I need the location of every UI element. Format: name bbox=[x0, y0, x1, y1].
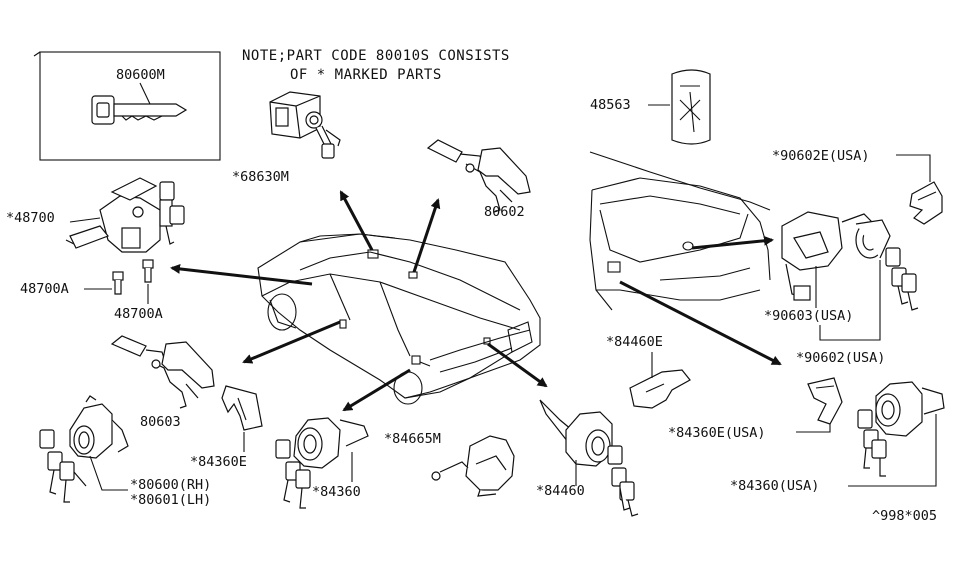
screw-48700A-bottom bbox=[142, 259, 154, 283]
spring-clip-84360E-usa bbox=[807, 377, 843, 425]
label-48700A-bottom: 48700A bbox=[114, 306, 163, 322]
label-80600-rh: *80600(RH) bbox=[130, 477, 211, 493]
label-48700: *48700 bbox=[6, 210, 55, 226]
door-lock-84360-usa bbox=[857, 381, 945, 477]
spring-clip-84360E bbox=[221, 385, 263, 431]
tailgate-lock-90602-90603 bbox=[781, 211, 919, 311]
ignition-lock-48700 bbox=[65, 177, 185, 253]
blank-key-icon bbox=[91, 95, 188, 125]
spring-clip-90602E bbox=[909, 181, 943, 225]
door-lock-84360 bbox=[275, 417, 369, 509]
note-line-2: OF * MARKED PARTS bbox=[290, 67, 442, 83]
lock-cylinder-84665M bbox=[431, 435, 515, 497]
key-tag-48563 bbox=[671, 69, 711, 145]
label-90602E-usa: *90602E(USA) bbox=[772, 148, 870, 164]
label-80601-lh: *80601(LH) bbox=[130, 492, 211, 508]
trunk-latch-80603 bbox=[110, 335, 215, 409]
label-48700A-left: 48700A bbox=[20, 281, 69, 297]
label-84360-usa: *84360(USA) bbox=[730, 478, 819, 494]
diagram-code: ^998*005 bbox=[872, 508, 937, 524]
label-48563: 48563 bbox=[590, 97, 631, 113]
trunk-lock-68630M bbox=[269, 91, 341, 159]
sedan-car-outline bbox=[257, 233, 541, 405]
label-84360E: *84360E bbox=[190, 454, 247, 470]
label-84665M: *84665M bbox=[384, 431, 441, 447]
note-line-1: NOTE;PART CODE 80010S CONSISTS bbox=[242, 48, 510, 64]
label-84460E: *84460E bbox=[606, 334, 663, 350]
hood-latch-80602 bbox=[426, 139, 531, 213]
door-lock-80600-80601 bbox=[39, 395, 129, 503]
label-80602: 80602 bbox=[484, 204, 525, 220]
label-68630M: *68630M bbox=[232, 169, 289, 185]
key-inset-box: 80600M bbox=[33, 51, 221, 161]
label-80600M: 80600M bbox=[116, 67, 165, 83]
spring-clip-84460E bbox=[629, 369, 691, 409]
label-80603: 80603 bbox=[140, 414, 181, 430]
label-90602-usa: *90602(USA) bbox=[796, 350, 885, 366]
screw-48700A-left bbox=[112, 271, 124, 295]
label-84460: *84460 bbox=[536, 483, 585, 499]
label-84360: *84360 bbox=[312, 484, 361, 500]
label-90603-usa: *90603(USA) bbox=[764, 308, 853, 324]
door-lock-84460 bbox=[539, 399, 639, 517]
hatchback-rear-outline bbox=[589, 151, 771, 311]
label-84360E-usa: *84360E(USA) bbox=[668, 425, 766, 441]
